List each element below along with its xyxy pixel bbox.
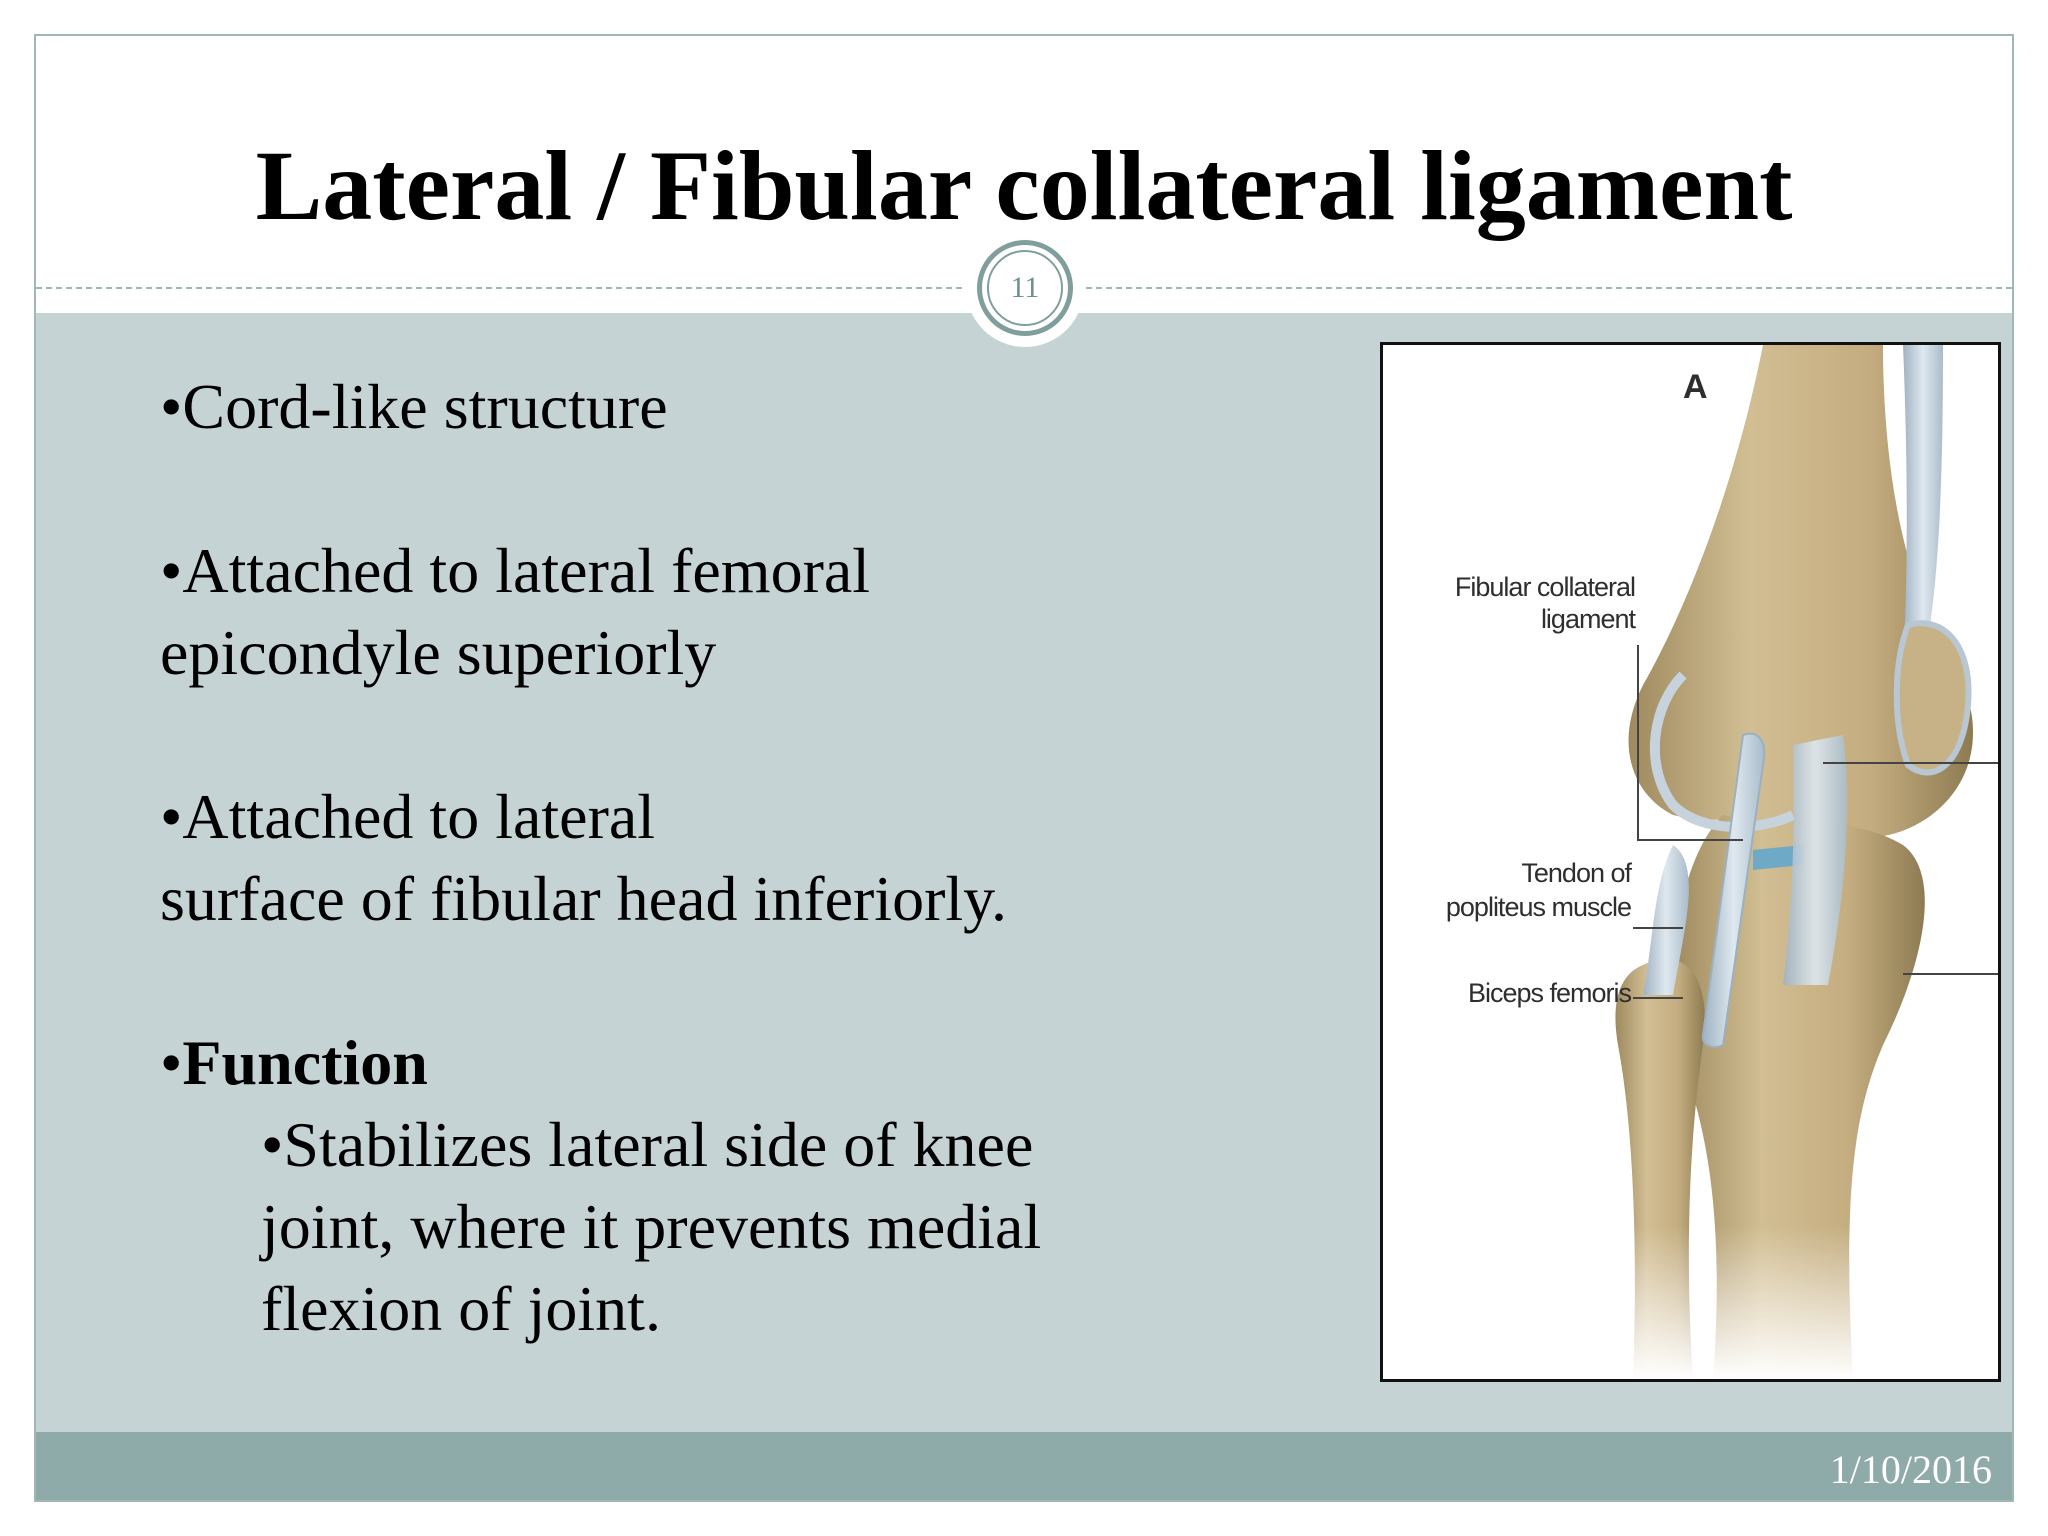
- femur-bone: [1628, 345, 1973, 839]
- sub-bullet-line3: flexion of joint.: [261, 1273, 661, 1344]
- figure-bottom-fade: [1383, 1225, 1998, 1379]
- bullet-function: •Function: [160, 1022, 1160, 1104]
- biceps-femoris-tendon: [1643, 845, 1689, 995]
- bullet-cord-like: •Cord-like structure: [160, 371, 668, 442]
- sub-bullet-line1: •Stabilizes lateral side of knee: [261, 1109, 1034, 1180]
- bullet-fibular-attachment-line1: •Attached to lateral: [160, 781, 656, 852]
- label-biceps-femoris: Biceps femoris: [1467, 978, 1632, 1008]
- fibular-collateral-ligament: [1701, 732, 1766, 1048]
- label-popliteus-muscle: popliteus muscle: [1445, 892, 1632, 922]
- knee-anatomy-figure: A Fibular collateral ligament Tendon of …: [1380, 342, 2001, 1382]
- label-tendon-of: Tendon of: [1521, 858, 1632, 888]
- sub-bullet-line2: joint, where it prevents medial: [261, 1191, 1042, 1262]
- slide-frame: Lateral / Fibular collateral ligament 11…: [34, 34, 2014, 1502]
- footer-band: [36, 1432, 2012, 1500]
- patella: [1893, 620, 1972, 776]
- callout-line-fcl: [1637, 645, 1743, 841]
- knee-anatomy-illustration: [1383, 345, 1998, 1379]
- slide-number: 11: [1010, 271, 1040, 304]
- label-fibular-collateral-1: Fibular collateral: [1454, 572, 1636, 602]
- popliteus-tendon: [1753, 845, 1803, 870]
- slide-number-badge: 11: [977, 240, 1073, 336]
- slide-number-inner-ring: [987, 250, 1063, 326]
- bullet-function-marker: •: [160, 1027, 183, 1098]
- bullet-list: •Cord-like structure •Attached to latera…: [160, 366, 1160, 1350]
- condyle-cartilage: [1649, 671, 1796, 832]
- bullet-femoral-attachment-line1: •Attached to lateral femoral: [160, 535, 871, 606]
- bullet-fibular-attachment-line2: surface of fibular head inferiorly.: [160, 863, 1007, 934]
- patellar-tendon: [1903, 345, 1943, 665]
- label-fibular-collateral-2: ligament: [1540, 604, 1636, 634]
- slide-date: 1/10/2016: [1829, 1447, 1992, 1492]
- bullet-femoral-attachment-line2: epicondyle superiorly: [160, 617, 717, 688]
- lateral-tendon-sheet: [1783, 735, 1848, 985]
- slide-title: Lateral / Fibular collateral ligament: [255, 130, 1793, 241]
- bullet-function-heading: Function: [182, 1027, 428, 1098]
- figure-panel-letter: A: [1683, 368, 1708, 406]
